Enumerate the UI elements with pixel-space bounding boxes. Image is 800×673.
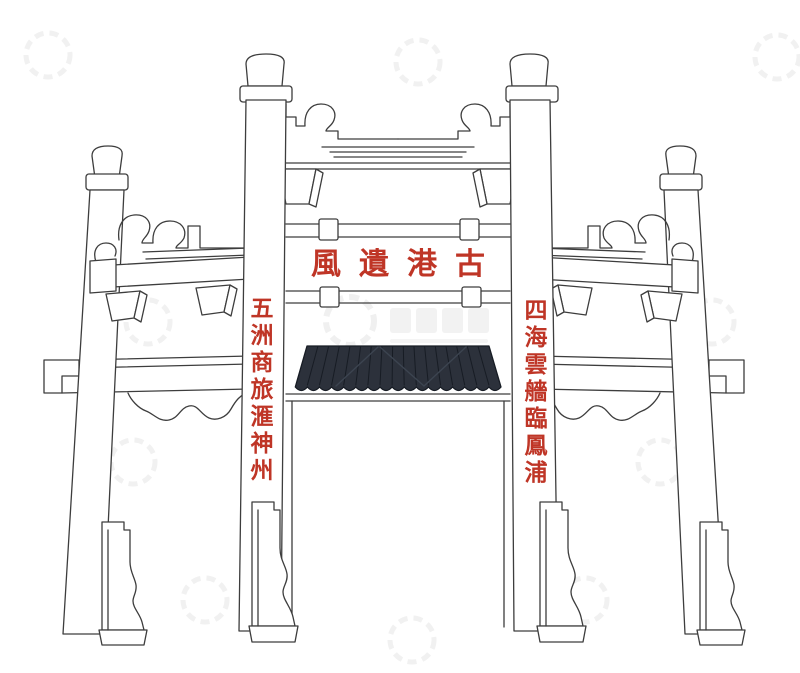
center-watermark bbox=[323, 294, 489, 348]
archway-structure bbox=[43, 53, 746, 646]
drum-stone bbox=[539, 501, 584, 627]
eave-body bbox=[294, 345, 502, 392]
cloud-motif bbox=[397, 103, 511, 140]
right-step-block bbox=[708, 359, 745, 394]
cloud-motif bbox=[537, 214, 671, 249]
central-bay bbox=[278, 103, 518, 628]
cloud-motif bbox=[285, 103, 399, 140]
main-pillars bbox=[238, 53, 559, 632]
drum-stone bbox=[699, 521, 743, 631]
drum-stone bbox=[101, 521, 145, 631]
left-side-bay bbox=[43, 145, 251, 635]
tiled-eave bbox=[294, 345, 502, 392]
right-main-pillar-cap bbox=[509, 53, 549, 87]
pillar-base-braces bbox=[98, 501, 746, 646]
right-pillar-couplet: 四海雲艢臨鳳浦 bbox=[520, 298, 546, 487]
outer-left-pillar-cap bbox=[91, 145, 123, 179]
drum-stone bbox=[251, 501, 296, 627]
eave-watermark-lines bbox=[335, 346, 467, 387]
left-pillar-couplet: 五洲商旅滙神州 bbox=[246, 296, 272, 485]
plaque-inscription: 風遺港古 bbox=[311, 247, 503, 282]
tile-ribs bbox=[306, 346, 490, 386]
cloud-motif bbox=[117, 214, 251, 249]
arch-scroll bbox=[537, 391, 661, 421]
arch-scroll bbox=[127, 391, 251, 421]
left-main-pillar-cap bbox=[245, 53, 285, 87]
outer-right-pillar-cap bbox=[665, 145, 697, 179]
left-step-block bbox=[43, 359, 80, 394]
